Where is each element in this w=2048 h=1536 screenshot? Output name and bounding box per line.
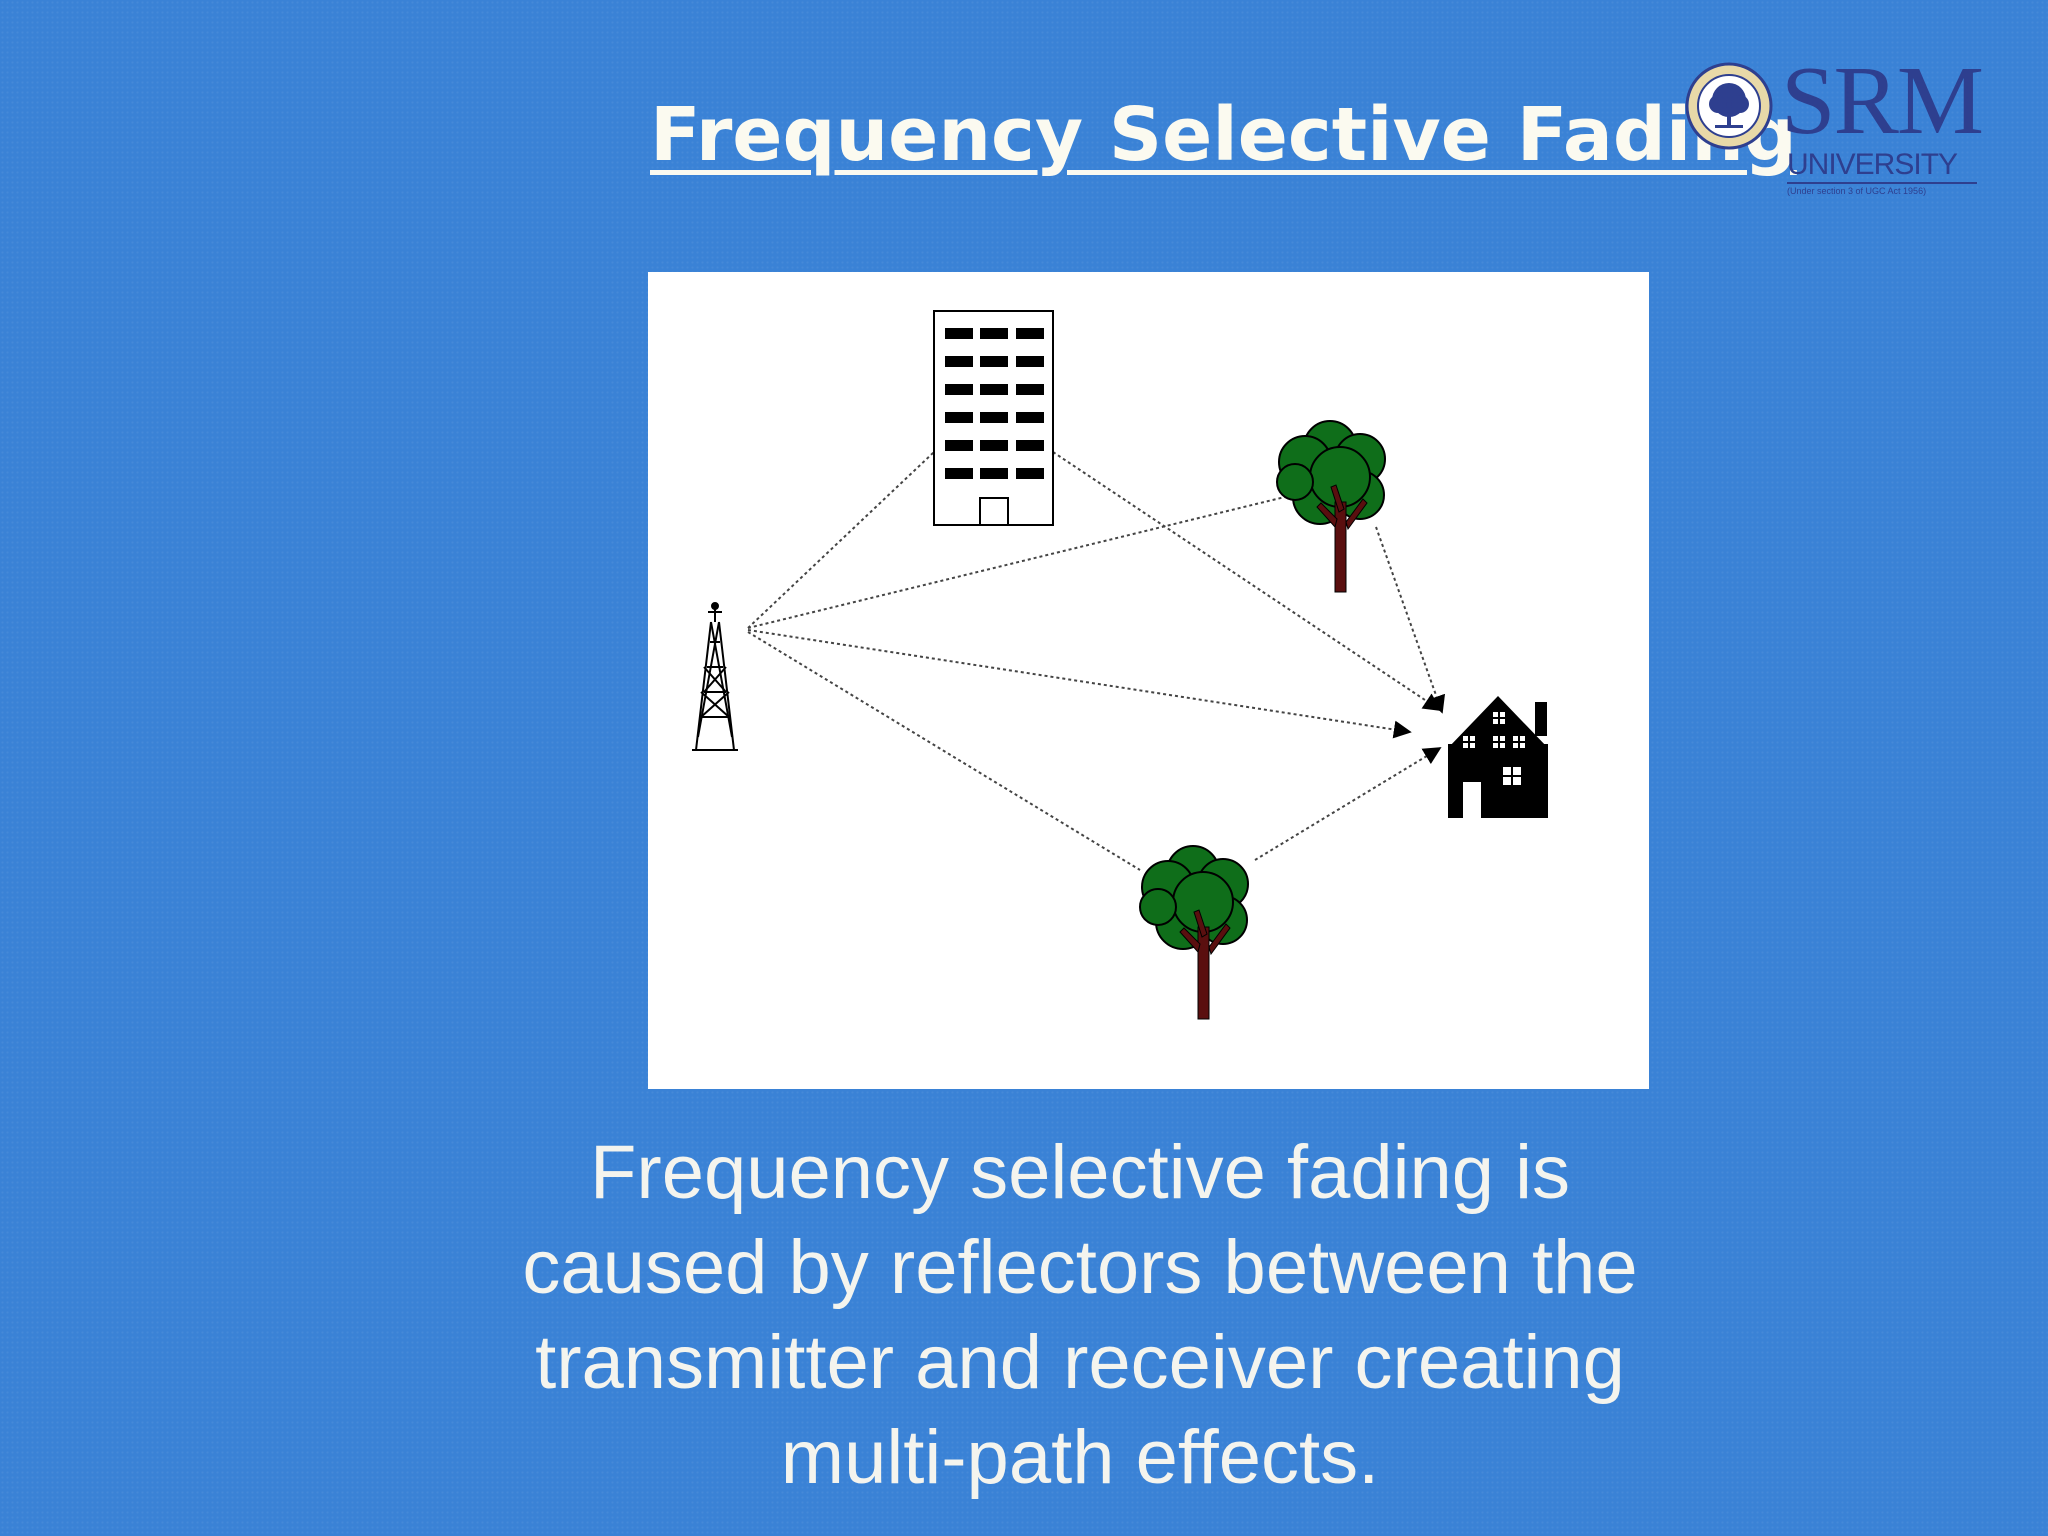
multipath-diagram [648, 272, 1649, 1089]
caption-line: caused by reflectors between the [522, 1225, 1638, 1310]
logo-subtitle: UNIVERSITY [1787, 148, 1958, 181]
logo-divider [1787, 182, 1977, 184]
path-upper-tree-to-house [1375, 526, 1446, 714]
multipath-diagram-canvas [692, 310, 1548, 1020]
signal-paths [747, 451, 1446, 871]
caption-line: transmitter and receiver creating [535, 1320, 1625, 1405]
tree-seal-icon [1685, 62, 1773, 150]
path-to-building [747, 451, 935, 629]
path-to-lower-tree [747, 631, 1141, 871]
house-receiver-icon [1448, 696, 1548, 818]
transmitter-tower-icon [692, 602, 738, 751]
logo-note: (Under section 3 of UGC Act 1956) [1787, 186, 1927, 196]
slide-caption: Frequency selective fading is caused by … [420, 1125, 1740, 1505]
path-direct-to-house [747, 629, 1412, 739]
building-icon [933, 310, 1054, 526]
caption-line: Frequency selective fading is [589, 1130, 1571, 1215]
tree-icon [1139, 845, 1249, 1020]
logo-wordmark: SRM [1781, 47, 1984, 155]
path-lower-tree-to-house [1254, 747, 1442, 861]
slide-title: Frequency Selective Fading [650, 92, 1797, 178]
tree-icon [1276, 420, 1386, 593]
srm-university-logo: SRM UNIVERSITY (Under section 3 of UGC A… [1685, 52, 1985, 208]
caption-line: multi-path effects. [780, 1415, 1380, 1500]
